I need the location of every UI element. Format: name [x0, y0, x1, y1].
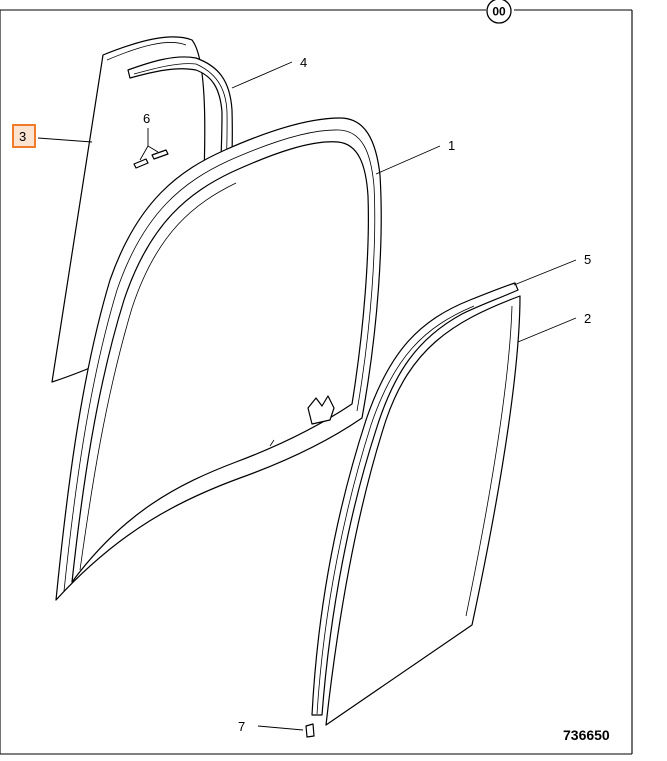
callout-7: 7	[238, 719, 245, 734]
callout-3: 3	[19, 129, 26, 144]
part-6-clips	[133, 149, 169, 169]
callout-4: 4	[300, 55, 307, 70]
part-2-front-glass	[325, 295, 521, 726]
sheet-marker-text: 00	[492, 5, 506, 19]
drawing-frame	[0, 9, 633, 755]
drawing-number: 736650	[563, 727, 610, 743]
part-1-door-frame	[55, 117, 382, 601]
callout-6: 6	[143, 111, 150, 126]
part-5-seal-strip	[305, 282, 519, 738]
callout-5: 5	[584, 252, 591, 267]
sheet-marker: 00	[486, 0, 512, 24]
callout-labels: 1 2 3 4 5 6 7	[12, 55, 591, 734]
callout-1: 1	[448, 138, 455, 153]
callout-3-highlight	[12, 124, 36, 148]
leader-lines	[37, 61, 577, 731]
callout-2: 2	[584, 311, 591, 326]
